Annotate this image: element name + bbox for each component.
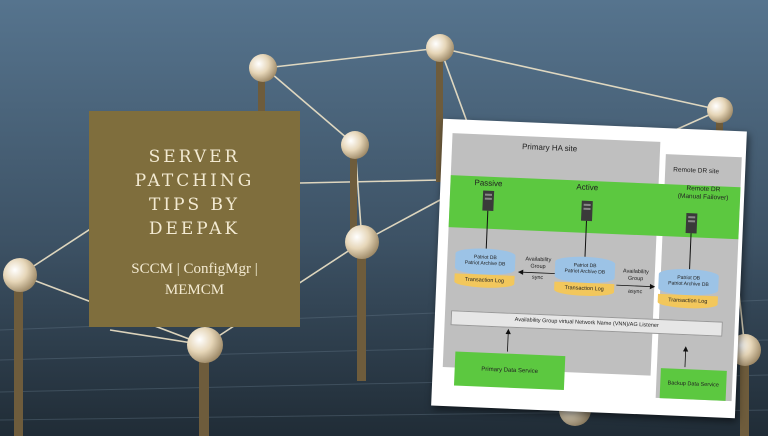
title-heading: SERVER PATCHING TIPS BY DEEPAK (89, 145, 300, 241)
server-graphics (482, 190, 698, 368)
database-remote: Patriot DB Patriot Archive DB Transactio… (657, 267, 720, 310)
subtitle-line-2: MEMCM (164, 282, 225, 298)
sync-label: sync (531, 274, 544, 282)
db-passive-label: Patriot DB Patriot Archive DB (455, 253, 515, 268)
database-active: Patriot DB Patriot Archive DB Transactio… (553, 255, 616, 298)
subtitle: SCCM | ConfigMgr | MEMCM (89, 259, 300, 301)
title-line-3: TIPS BY (149, 195, 240, 215)
database-passive: Patriot DB Patriot Archive DB Transactio… (454, 247, 516, 289)
title-line-4: DEEPAK (148, 219, 241, 239)
tlog-passive: Transaction Log (454, 273, 515, 289)
tlog-active: Transaction Log (553, 281, 615, 298)
backup-data-service: Backup Data Service (659, 368, 727, 401)
server-remote-icon (685, 213, 698, 270)
replication-arrows (517, 269, 656, 290)
pins (3, 34, 761, 436)
service-arrows (505, 328, 689, 368)
async-label: async (627, 288, 643, 296)
title-line-1: SERVER (148, 147, 241, 167)
server-active-icon (580, 200, 593, 257)
title-card: SERVER PATCHING TIPS BY DEEPAK SCCM | Co… (89, 111, 300, 327)
title-line-2: PATCHING (134, 171, 255, 191)
subtitle-line-1: SCCM | ConfigMgr | (131, 261, 258, 277)
server-passive-icon (482, 190, 495, 249)
ha-architecture-diagram: Primary HA site Remote DR site Passive A… (431, 118, 747, 419)
ag-label-left: Availability Group (519, 256, 558, 272)
db-active-label: Patriot DB Patriot Archive DB (555, 262, 615, 277)
ag-label-right: Availability Group (616, 268, 655, 284)
db-remote-label: Patriot DB Patriot Archive DB (658, 274, 718, 289)
tlog-remote: Transaction Log (657, 293, 718, 310)
primary-data-service: Primary Data Service (453, 351, 566, 391)
